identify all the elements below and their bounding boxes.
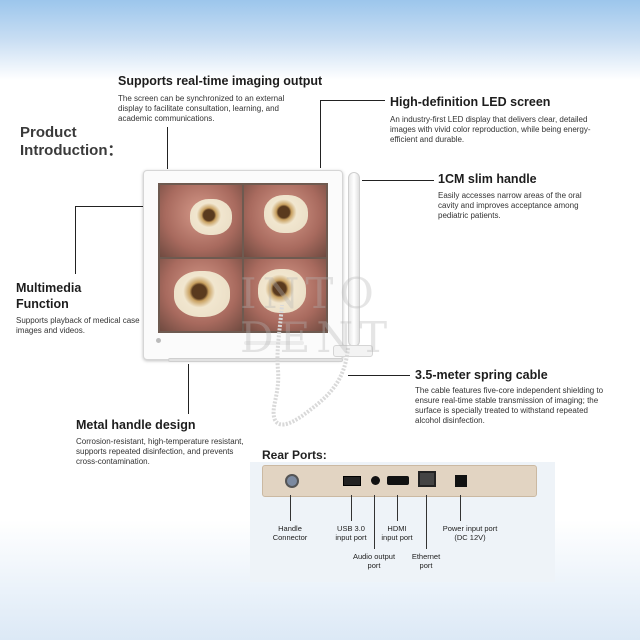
- power-port-label: Power input port (DC 12V): [430, 524, 510, 542]
- power-port: [455, 475, 467, 487]
- monitor-screen: [158, 183, 328, 333]
- rear-panel: [262, 465, 537, 497]
- multimedia-pointer-h: [75, 206, 145, 207]
- power-port-label-2: (DC 12V): [454, 533, 486, 542]
- case-image-1: [160, 185, 242, 257]
- tooth-2: [264, 195, 308, 233]
- power-indicator: [156, 338, 161, 343]
- watermark-line-1: INTO: [240, 269, 380, 318]
- spring-cable: [271, 304, 350, 427]
- tooth-1: [190, 199, 232, 235]
- led-heading: High-definition LED screen: [390, 95, 551, 109]
- handle-port-label-1: Handle: [278, 524, 302, 533]
- cable-heading: 3.5-meter spring cable: [415, 368, 548, 382]
- watermark-line-2: DENT: [240, 313, 394, 362]
- metal-desc: Corrosion-resistant, high-temperature re…: [76, 437, 244, 466]
- handle-connector-port: [285, 474, 299, 488]
- realtime-pointer: [167, 127, 168, 169]
- metal-mount-rod: [168, 358, 343, 362]
- multimedia-heading-2: Function: [16, 297, 69, 311]
- power-port-pointer: [460, 495, 461, 521]
- handle-port-label: Handle Connector: [255, 524, 325, 542]
- usb-port-label: USB 3.0 input port: [316, 524, 386, 542]
- usb-port: [343, 476, 361, 486]
- hdmi-port-label: HDMI input port: [362, 524, 432, 542]
- usb-port-pointer: [351, 495, 352, 521]
- ethernet-port-label-1: Ethernet: [411, 552, 441, 561]
- case-image-2: [244, 185, 326, 257]
- cable-pointer: [348, 375, 410, 376]
- slim-heading: 1CM slim handle: [438, 172, 537, 186]
- led-desc: An industry-first LED display that deliv…: [390, 115, 591, 144]
- usb-port-label-1: USB 3.0: [337, 524, 365, 533]
- audio-port-label-2: port: [367, 561, 381, 570]
- metal-pointer: [188, 364, 189, 414]
- rear-ports-title: Rear Ports:: [262, 448, 327, 462]
- case-image-3: [160, 259, 242, 331]
- handle-port-pointer: [290, 495, 291, 521]
- brand-watermark: INTO DENT: [240, 272, 393, 360]
- hdmi-port: [387, 476, 409, 485]
- title-line-2: Introduction：: [20, 142, 123, 159]
- usb-port-label-2: input port: [335, 533, 367, 542]
- handle-holder: [333, 345, 373, 357]
- multimedia-desc: Supports playback of medical case images…: [16, 316, 140, 335]
- slim-pointer: [362, 180, 434, 181]
- audio-port-label-1: Audio output: [352, 552, 396, 561]
- monitor-chin: [244, 341, 304, 345]
- multimedia-heading-1: Multimedia: [16, 281, 82, 295]
- slim-desc: Easily accesses narrow areas of the oral…: [438, 191, 582, 220]
- audio-port: [371, 476, 380, 485]
- audio-port-pointer: [374, 495, 375, 549]
- monitor: [143, 170, 343, 360]
- ethernet-port-label-2: port: [419, 561, 433, 570]
- page-title: Product Introduction：: [20, 124, 160, 160]
- hdmi-port-label-1: HDMI: [387, 524, 407, 533]
- led-pointer-h: [320, 100, 385, 101]
- ethernet-port-pointer: [426, 495, 427, 549]
- handle-port-label-2: Connector: [272, 533, 308, 542]
- realtime-desc: The screen can be synchronized to an ext…: [118, 94, 285, 123]
- power-port-label-1: Power input port: [442, 524, 498, 533]
- ethernet-port-label: Ethernet port: [391, 552, 461, 570]
- realtime-heading: Supports real-time imaging output: [118, 74, 323, 88]
- tooth-3: [174, 271, 230, 317]
- title-line-1: Product: [20, 124, 77, 141]
- hdmi-port-label-2: input port: [381, 533, 413, 542]
- audio-port-label: Audio output port: [339, 552, 409, 570]
- ethernet-port: [418, 471, 436, 487]
- cable-desc: The cable features five-core independent…: [415, 386, 604, 425]
- metal-heading: Metal handle design: [76, 418, 196, 432]
- led-pointer-v: [320, 100, 321, 168]
- hdmi-port-pointer: [397, 495, 398, 521]
- multimedia-heading: Multimedia Function: [16, 280, 126, 312]
- multimedia-pointer-v: [75, 206, 76, 274]
